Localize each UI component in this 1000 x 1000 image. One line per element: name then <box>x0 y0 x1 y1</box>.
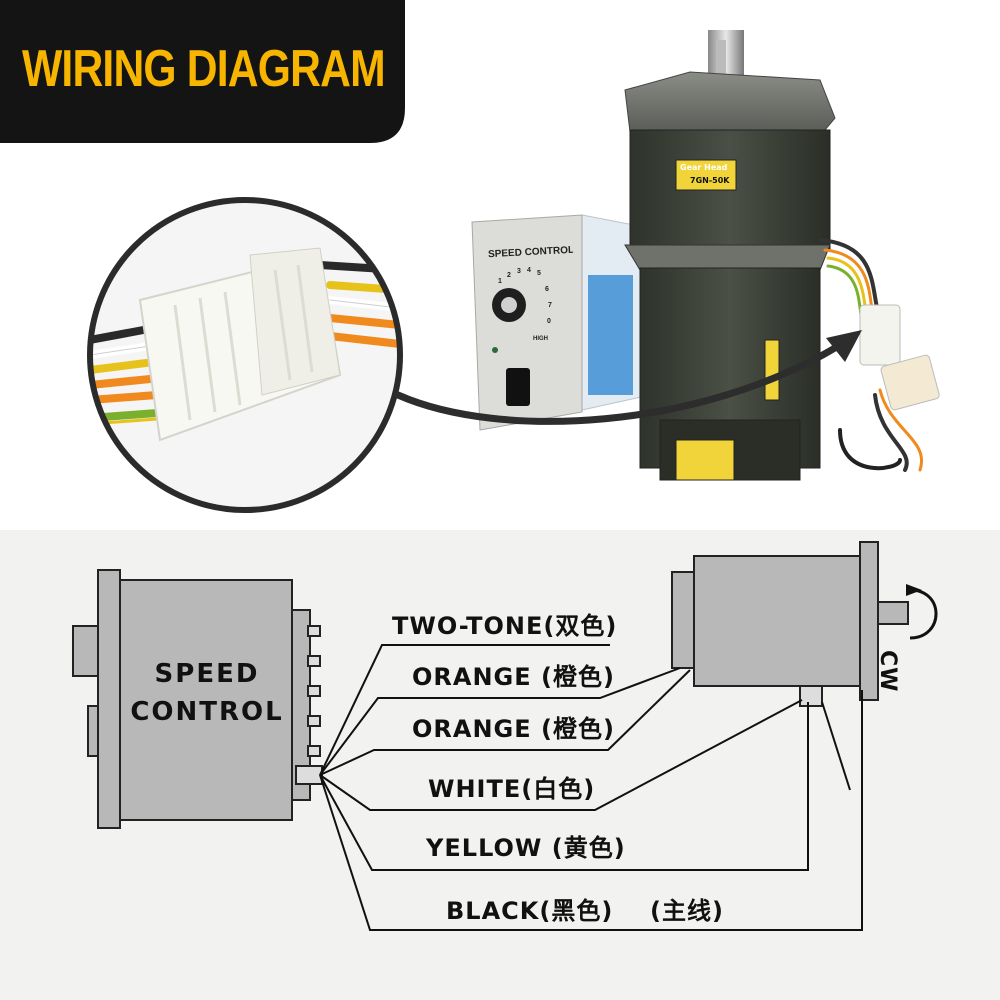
rotation-direction-label: CW <box>875 650 900 693</box>
dial-number-2: 2 <box>507 272 511 279</box>
product-photo <box>0 0 940 513</box>
controller-high-label: HIGH <box>533 336 548 342</box>
dial-number-6: 6 <box>545 286 549 293</box>
gear-motor-photo <box>624 30 836 481</box>
wire-lines <box>319 644 863 931</box>
wire-label-two-tone: TWO-TONE(双色) <box>392 612 618 640</box>
dial-number-3: 3 <box>517 268 521 275</box>
speed-control-label-line1: SPEED <box>154 659 260 689</box>
main-line-note: (主线) <box>650 897 724 925</box>
dial-number-7: 7 <box>548 302 552 309</box>
wire-label-orange-2: ORANGE (橙色) <box>412 715 615 743</box>
power-switch <box>506 368 530 406</box>
callout-arrow <box>394 330 862 425</box>
page-title: WIRING DIAGRAM <box>22 40 386 98</box>
model-plate-text: 7GN-50K <box>690 176 730 185</box>
controller-connector <box>880 354 940 411</box>
wire-label-white: WHITE(白色) <box>428 775 596 803</box>
dial-number-0: 0 <box>547 318 551 325</box>
dial-number-4: 4 <box>527 267 531 274</box>
wire-label-black: BLACK(黑色) <box>446 897 614 925</box>
wiring-schematic <box>0 530 1000 1000</box>
dial-number-1: 1 <box>498 278 502 285</box>
speed-controller-photo <box>471 214 651 431</box>
speed-control-unit <box>72 569 323 829</box>
gear-head-text: Gear Head <box>680 163 728 172</box>
speed-control-label: SPEED CONTROL <box>122 655 292 731</box>
wire-label-yellow: YELLOW (黄色) <box>426 834 626 862</box>
wire-label-orange-1: ORANGE (橙色) <box>412 663 615 691</box>
motor-nameplate <box>675 439 735 481</box>
title-banner <box>0 0 405 143</box>
indicator-led <box>492 347 498 353</box>
connector-closeup <box>87 197 403 513</box>
speed-control-label-line2: CONTROL <box>130 697 284 727</box>
motor-schematic <box>671 541 938 707</box>
dial-number-5: 5 <box>537 270 541 277</box>
motor-connector <box>859 304 901 366</box>
gear-head-label <box>675 159 737 191</box>
